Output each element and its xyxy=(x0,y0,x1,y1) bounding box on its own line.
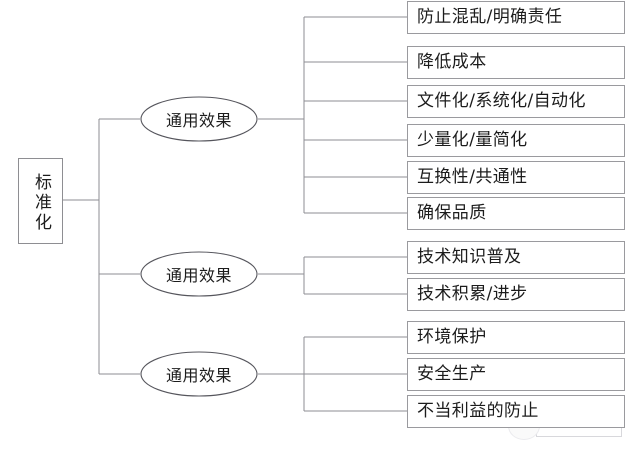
leaf-box-g3-2[interactable]: 安全生产 xyxy=(407,358,625,391)
leaf-box-g1-4[interactable]: 少量化/量简化 xyxy=(407,124,625,157)
leaf-box-g1-6[interactable]: 确保品质 xyxy=(407,197,625,230)
group-node-2[interactable]: 通用效果 xyxy=(140,251,258,297)
ellipse-shape-2 xyxy=(140,251,258,297)
group-node-1[interactable]: 通用效果 xyxy=(140,96,258,142)
leaf-box-g2-1[interactable]: 技术知识普及 xyxy=(407,241,625,274)
leaf-box-g1-5[interactable]: 互换性/共通性 xyxy=(407,161,625,194)
leaf-box-g2-2[interactable]: 技术积累/进步 xyxy=(407,278,625,311)
leaf-box-g1-3[interactable]: 文件化/系统化/自动化 xyxy=(407,85,625,118)
leaf-box-g3-3[interactable]: 不当利益的防止 xyxy=(407,395,625,428)
ellipse-shape-1 xyxy=(140,96,258,142)
leaf-box-g1-2[interactable]: 降低成本 xyxy=(407,46,625,79)
group-node-3[interactable]: 通用效果 xyxy=(140,351,258,397)
leaf-box-g1-1[interactable]: 防止混乱/明确责任 xyxy=(407,1,625,34)
root-node-standardization[interactable]: 标准化 xyxy=(18,158,63,244)
ellipse-shape-3 xyxy=(140,351,258,397)
leaf-box-g3-1[interactable]: 环境保护 xyxy=(407,321,625,354)
